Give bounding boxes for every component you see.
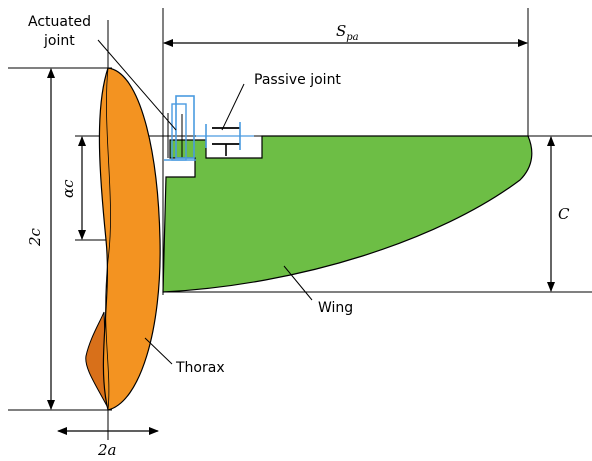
- passive-joint: [196, 122, 254, 156]
- thorax-width-dimension-label: 2a: [97, 441, 117, 459]
- wing-surface: [162, 135, 533, 293]
- wing-label: Wing: [318, 300, 353, 316]
- joint-offset-dimension-label: αc: [59, 179, 77, 198]
- thorax-body: [98, 67, 161, 411]
- wing-leader: [283, 265, 313, 301]
- chord-dimension-label: C: [558, 205, 570, 223]
- actuated-joint-label-line2: joint: [43, 33, 75, 49]
- span-dimension-label: Spa: [336, 22, 359, 43]
- thorax-leader: [144, 337, 173, 365]
- passive-joint-label: Passive joint: [254, 72, 341, 88]
- thorax-label: Thorax: [175, 360, 225, 376]
- thorax-height-dimension-label: 2c: [26, 227, 44, 247]
- actuated-joint-leader: [97, 39, 177, 131]
- thorax-inner-contour: [105, 67, 111, 411]
- passive-joint-leader: [221, 83, 245, 131]
- thorax-back-lobe: [85, 311, 109, 409]
- actuated-joint-label-line1: Actuated: [28, 14, 91, 30]
